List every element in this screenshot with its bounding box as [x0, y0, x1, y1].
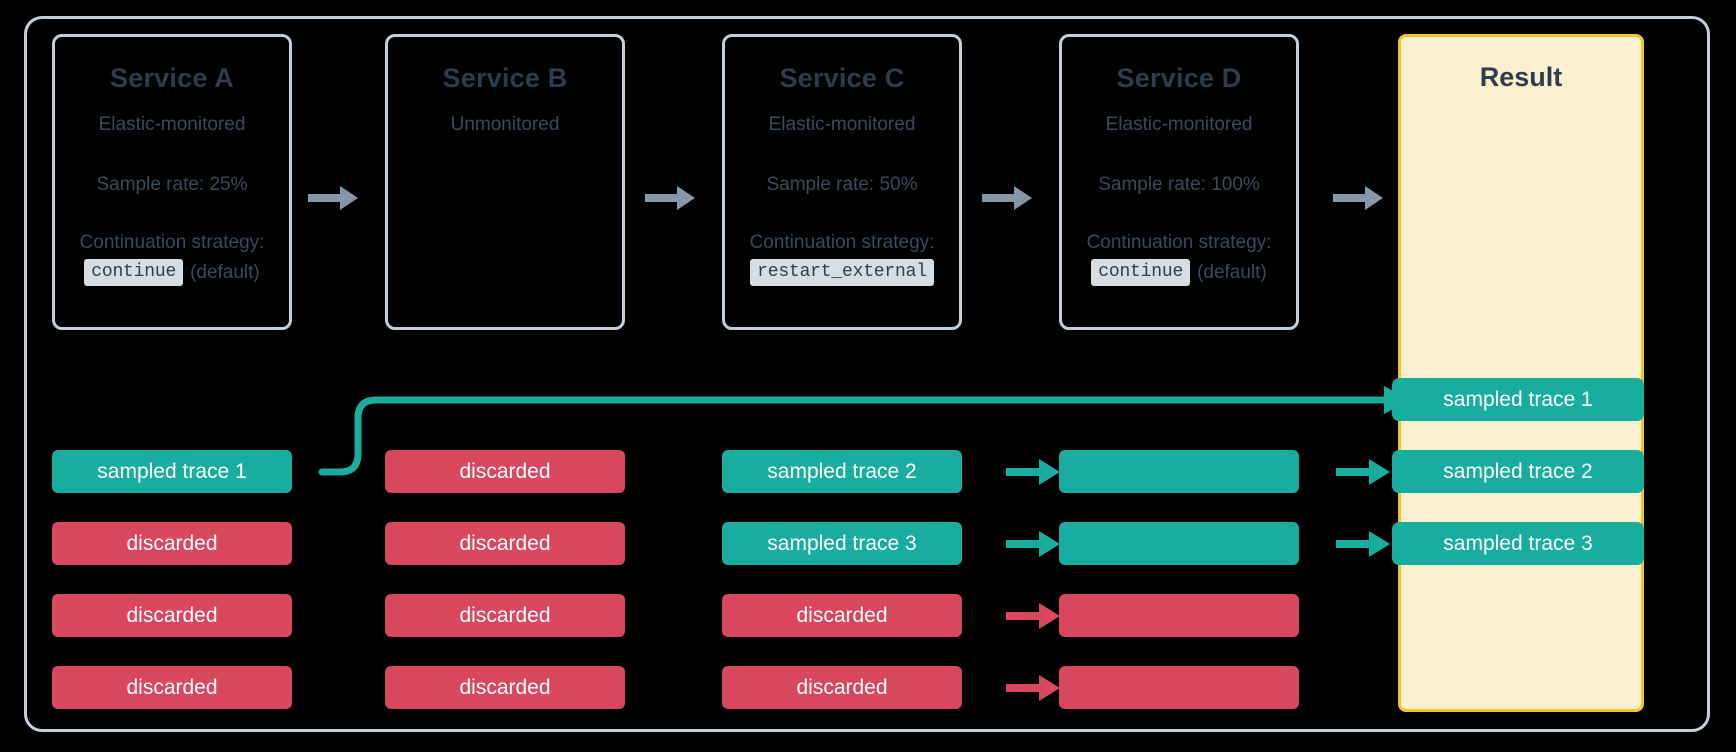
service-a-monitoring: Elastic-monitored: [98, 114, 246, 135]
service-box-d: Service D Elastic-monitored Sample rate:…: [1059, 34, 1299, 330]
service-c-sample-rate: Sample rate: 50%: [766, 174, 918, 195]
trace-b-row-1-label: discarded: [459, 459, 551, 483]
result-trace-1-label: sampled trace 1: [1443, 387, 1593, 411]
service-a-continuation-value: continue: [84, 259, 184, 287]
trace-c-row-4: discarded: [722, 666, 962, 709]
trace-a-row-3-label: discarded: [126, 603, 218, 627]
service-c-continuation-value: restart_external: [750, 259, 934, 287]
result-title: Result: [1479, 62, 1563, 92]
trace-a-row-2-label: discarded: [126, 531, 218, 555]
service-d-sample-rate: Sample rate: 100%: [1098, 174, 1260, 195]
trace-b-row-1: discarded: [385, 450, 625, 493]
service-a-continuation-note: (default): [190, 261, 260, 283]
service-c-continuation-row: restart_external: [725, 259, 959, 287]
trace-d-row-1: [1059, 450, 1299, 493]
trace-c-row-1-label: sampled trace 2: [767, 459, 917, 483]
result-panel: Result: [1398, 34, 1644, 712]
service-c-monitoring: Elastic-monitored: [768, 114, 916, 135]
trace-a-row-2: discarded: [52, 522, 292, 565]
arrow-service-a-to-b: [308, 184, 360, 217]
arrow-c1-to-d1: [1006, 457, 1062, 492]
service-box-a: Service A Elastic-monitored Sample rate:…: [52, 34, 292, 330]
trace-b-row-2-label: discarded: [459, 531, 551, 555]
arrow-c4-to-d4: [1006, 673, 1062, 708]
service-b-monitoring: Unmonitored: [450, 114, 560, 135]
result-trace-1: sampled trace 1: [1392, 378, 1644, 421]
service-c-continuation-label: Continuation strategy:: [749, 232, 935, 253]
trace-b-row-2: discarded: [385, 522, 625, 565]
service-a-continuation-label: Continuation strategy:: [79, 232, 265, 253]
service-b-title: Service B: [442, 63, 568, 93]
service-d-continuation-row: continue (default): [1062, 259, 1296, 287]
trace-b-row-3: discarded: [385, 594, 625, 637]
arrow-d2-to-result3: [1336, 529, 1392, 564]
arrow-service-c-to-d: [982, 184, 1034, 217]
service-d-continuation-label: Continuation strategy:: [1086, 232, 1272, 253]
arrow-service-b-to-c: [645, 184, 697, 217]
trace-c-row-4-label: discarded: [796, 675, 888, 699]
trace-a-row-1-label: sampled trace 1: [97, 459, 247, 483]
trace-a-row-3: discarded: [52, 594, 292, 637]
arrow-d1-to-result2: [1336, 457, 1392, 492]
service-d-title: Service D: [1116, 63, 1242, 93]
trace-d-row-3: [1059, 594, 1299, 637]
result-trace-3: sampled trace 3: [1392, 522, 1644, 565]
arrow-c3-to-d3: [1006, 601, 1062, 636]
service-a-continuation-row: continue (default): [55, 259, 289, 287]
trace-a-row-4-label: discarded: [126, 675, 218, 699]
service-a-sample-rate: Sample rate: 25%: [96, 174, 248, 195]
arrow-service-d-to-result: [1333, 184, 1385, 217]
result-trace-3-label: sampled trace 3: [1443, 531, 1593, 555]
service-d-continuation-note: (default): [1197, 261, 1267, 283]
trace-c-row-1: sampled trace 2: [722, 450, 962, 493]
outer-frame: [24, 16, 1710, 732]
trace-b-row-4: discarded: [385, 666, 625, 709]
service-d-continuation-value: continue: [1091, 259, 1191, 287]
trace-c-row-3-label: discarded: [796, 603, 888, 627]
trace-b-row-4-label: discarded: [459, 675, 551, 699]
service-c-title: Service C: [779, 63, 905, 93]
result-trace-2-label: sampled trace 2: [1443, 459, 1593, 483]
trace-d-row-2: [1059, 522, 1299, 565]
trace-d-row-4: [1059, 666, 1299, 709]
result-trace-2: sampled trace 2: [1392, 450, 1644, 493]
service-box-c: Service C Elastic-monitored Sample rate:…: [722, 34, 962, 330]
trace-c-row-3: discarded: [722, 594, 962, 637]
service-d-monitoring: Elastic-monitored: [1105, 114, 1253, 135]
trace-c-row-2: sampled trace 3: [722, 522, 962, 565]
trace-b-row-3-label: discarded: [459, 603, 551, 627]
trace-a-row-1: sampled trace 1: [52, 450, 292, 493]
service-a-title: Service A: [110, 63, 234, 93]
trace-c-row-2-label: sampled trace 3: [767, 531, 917, 555]
arrow-c2-to-d2: [1006, 529, 1062, 564]
service-box-b: Service B Unmonitored: [385, 34, 625, 330]
trace-a-row-4: discarded: [52, 666, 292, 709]
